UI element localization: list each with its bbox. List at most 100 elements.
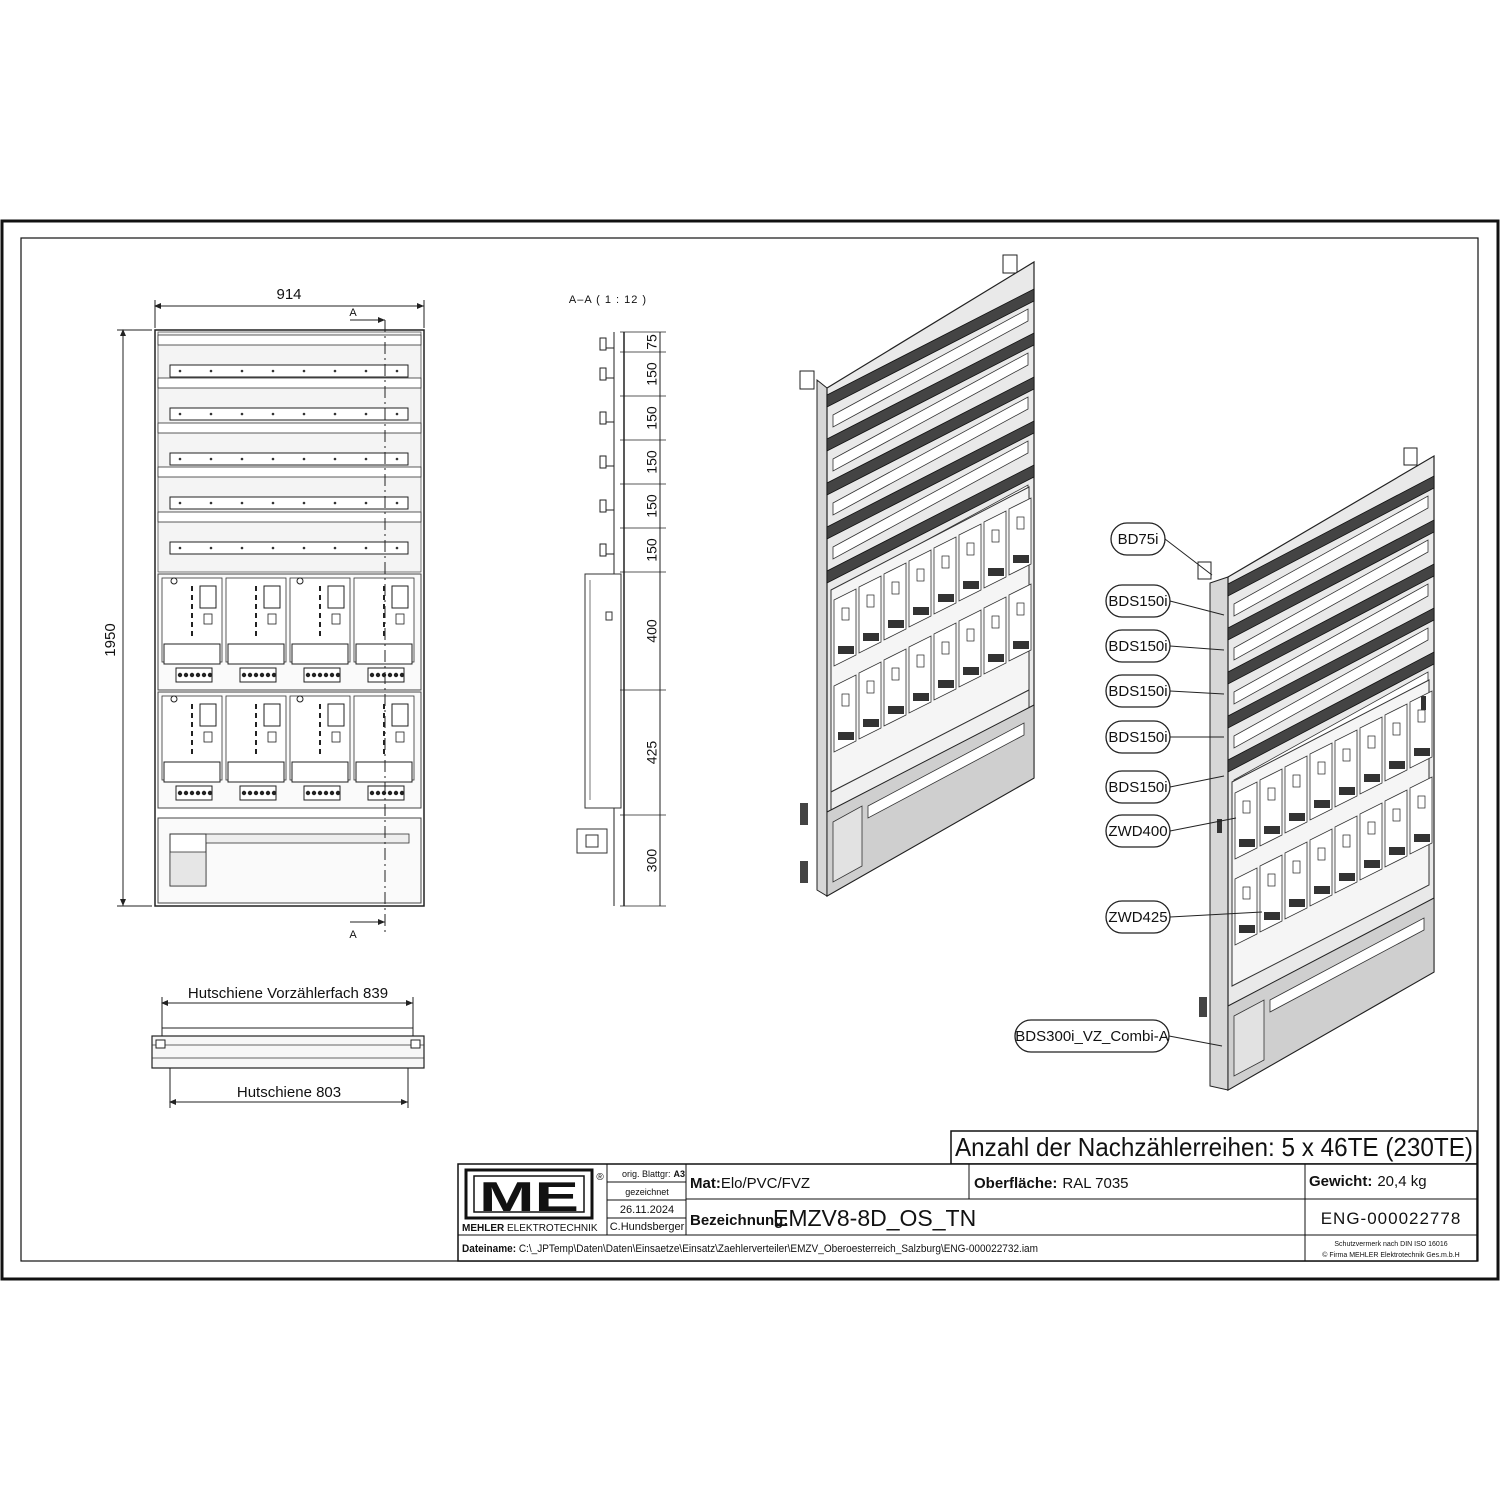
callouts: BD75iBDS150iBDS150iBDS150iBDS150iBDS150i…: [1014, 522, 1263, 1053]
iso-meter-display: [866, 680, 875, 694]
rail-hole: [302, 546, 306, 550]
material: Mat:Elo/PVC/FVZ: [690, 1175, 810, 1192]
iso-meter: [983, 510, 1007, 589]
iso-rail-slot: [832, 352, 1029, 472]
iso-terminal: [963, 667, 979, 675]
meter-display: [199, 585, 217, 609]
section-dimension-label: 150: [644, 538, 660, 562]
rail-hole: [178, 501, 182, 505]
terminal-screw: [265, 790, 271, 796]
callout-bubble: [1105, 720, 1171, 754]
drawn-by: C.Hundsberger: [610, 1221, 685, 1233]
iso-meter: [858, 575, 882, 654]
iso-meter-display: [1292, 860, 1301, 874]
iso-din-rail: [1227, 607, 1435, 729]
iso-terminal: [888, 706, 904, 714]
din-rail-view: Hutschiene Vorzählerfach 839 Hutschiene …: [151, 985, 425, 1108]
iso-meter: [1309, 742, 1333, 821]
iso-din-rail: [826, 420, 1035, 540]
callout-bubble: [1105, 629, 1171, 663]
iso-terminal: [1364, 860, 1380, 868]
iso-meter-display: [891, 667, 900, 681]
iso2-meters: [1234, 690, 1433, 946]
section-dimension-label: 400: [644, 619, 660, 643]
file-name: Dateiname:C:\_JPTemp\Daten\Daten\Einsaet…: [462, 1243, 1038, 1255]
iso-rail-slot: [1233, 495, 1429, 617]
rail-hole: [178, 412, 182, 416]
rail-hole: [395, 369, 399, 373]
terminal-block: [227, 643, 285, 665]
rail-hook: [599, 367, 607, 381]
iso-rail-slot: [832, 308, 1029, 428]
rail-hole: [178, 457, 182, 461]
iso-meter: [933, 622, 957, 701]
section-dimension-label: 150: [644, 362, 660, 386]
iso-din-rail: [826, 376, 1035, 496]
iso-meter-display: [991, 529, 1000, 543]
callout-bubble: [1105, 584, 1171, 618]
rail-hole: [271, 369, 275, 373]
callout-leader: [1169, 775, 1225, 788]
iso-meter: [883, 648, 907, 727]
iso-terminal: [1414, 748, 1430, 756]
rail-hole: [209, 457, 213, 461]
mount-hole: [170, 577, 178, 585]
iso-rail-slot: [1233, 583, 1429, 705]
original-sheet-size: orig. Blattgr:A3: [622, 1169, 685, 1179]
section-title: A–A ( 1 : 12 ): [569, 294, 647, 306]
iso-meter: [1259, 768, 1283, 847]
iso-meter-display: [1342, 834, 1351, 848]
rail-hook: [599, 455, 607, 469]
rail-hole: [178, 546, 182, 550]
terminal-screw: [183, 672, 189, 678]
section-hooks: [599, 337, 614, 557]
callout-label: BDS150i: [1108, 593, 1167, 610]
rail-hole: [302, 369, 306, 373]
rail-hole: [178, 369, 182, 373]
iso-din-rail: [1227, 563, 1435, 685]
terminal-screw: [253, 790, 259, 796]
front-rails: [157, 334, 422, 555]
iso-terminal: [888, 620, 904, 628]
front-meters: [161, 577, 415, 801]
iso-terminal: [1289, 813, 1305, 821]
terminal-screw: [271, 672, 277, 678]
terminal-screw: [241, 672, 247, 678]
terminal-screw: [311, 672, 317, 678]
terminal-screw: [259, 790, 265, 796]
rail-hole: [395, 501, 399, 505]
cover-strip: [157, 377, 422, 389]
terminal-screw: [369, 672, 375, 678]
callout-bubble: [1014, 1019, 1170, 1053]
callout-leader: [1169, 645, 1225, 651]
meter-display: [263, 585, 281, 609]
meter-display: [327, 585, 345, 609]
rail-hole: [333, 546, 337, 550]
rail-hole: [209, 501, 213, 505]
iso-meter: [958, 523, 982, 602]
iso-meter: [1234, 867, 1258, 946]
rail-hole: [333, 412, 337, 416]
meter-display: [391, 703, 409, 727]
iso-meter-display: [916, 568, 925, 582]
iso-din-rail: [1227, 475, 1435, 597]
headline: Anzahl der Nachzählerreihen: 5 x 46TE (2…: [955, 1132, 1473, 1162]
meter-button: [203, 731, 213, 743]
iso-meter-display: [1317, 847, 1326, 861]
iso-meter: [1008, 497, 1032, 576]
terminal-screw: [207, 672, 213, 678]
terminal-screw: [317, 672, 323, 678]
terminal-screw: [317, 790, 323, 796]
mount-hole: [296, 577, 304, 585]
din-rail: [169, 407, 409, 421]
callout-label: BDS150i: [1108, 779, 1167, 796]
callout-bubble: [1105, 770, 1171, 804]
callout-leader: [1169, 817, 1237, 832]
terminal-screw: [387, 790, 393, 796]
iso-meter: [1284, 841, 1308, 920]
iso-meter: [1384, 703, 1408, 782]
iso-terminal: [1289, 899, 1305, 907]
iso-meter: [1284, 755, 1308, 834]
iso-meter: [1334, 815, 1358, 894]
